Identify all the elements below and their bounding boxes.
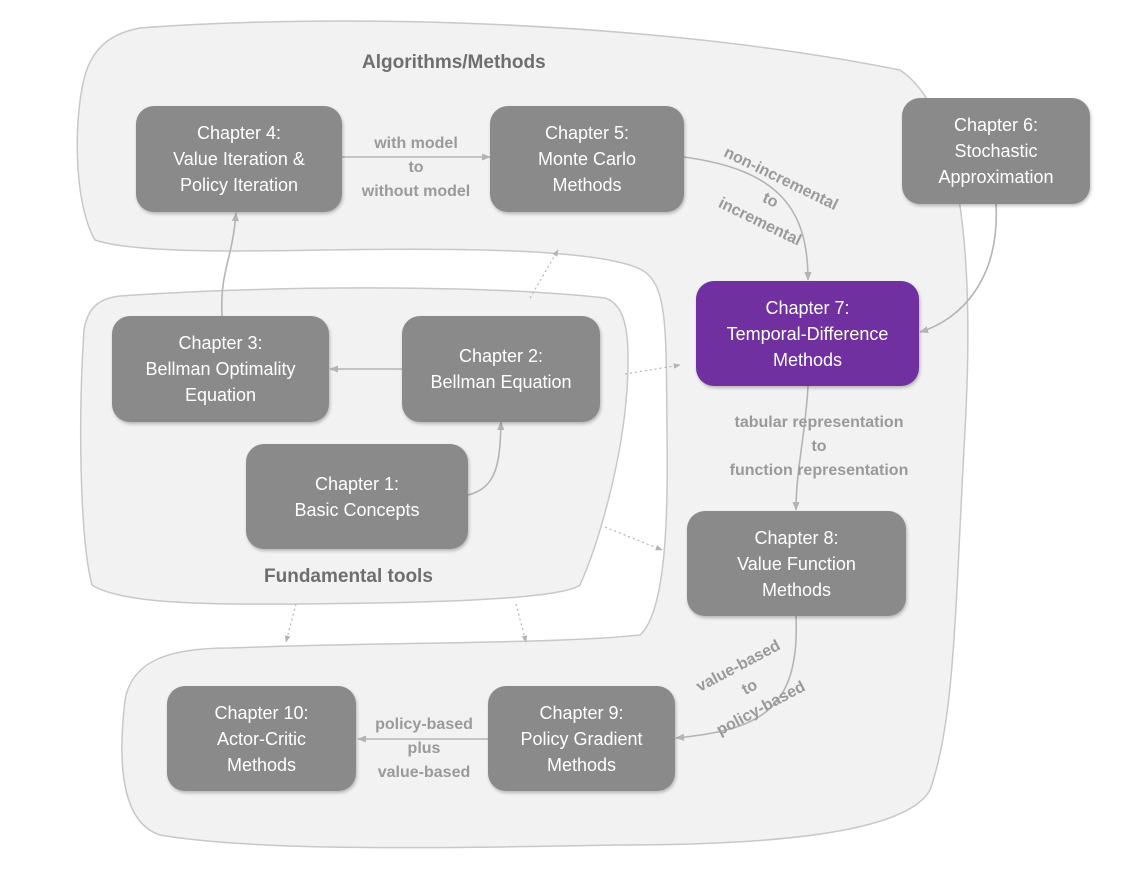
chapter-6-line1: Stochastic	[954, 141, 1038, 161]
chapter-6-title: Chapter 6:	[953, 115, 1039, 135]
label-actor-critic: policy-based plus value-based	[375, 716, 473, 781]
chapter-7-line2: Methods	[772, 349, 843, 370]
chapter-10-box[interactable]: Chapter 10: Actor-Critic Methods	[167, 686, 356, 791]
chapter-3-title: Chapter 3:	[178, 333, 263, 353]
chapter-10-line2: Methods	[226, 754, 297, 775]
chapter-2-box[interactable]: Chapter 2: Bellman Equation	[402, 316, 600, 422]
dotted-to-ch7	[624, 363, 681, 375]
chapter-6-line2: Approximation	[938, 167, 1054, 187]
chapter-4-line2: Policy Iteration	[179, 175, 299, 195]
chapter-4-line1: Value Iteration &	[173, 149, 305, 169]
label-representation: tabular representation to function repre…	[729, 414, 909, 479]
chapter-9-line1: Policy Gradient	[520, 728, 643, 749]
chapter-3-line1: Bellman Optimality	[145, 359, 296, 379]
edge-ch8-ch9	[675, 615, 798, 741]
edge-ch5-ch7	[683, 156, 812, 281]
chapter-8-box[interactable]: Chapter 8: Value Function Methods	[687, 511, 906, 616]
chapter-1-line1: Basic Concepts	[294, 499, 420, 520]
edge-ch1-ch2	[467, 421, 505, 496]
chapter-4-box[interactable]: Chapter 4: Value Iteration & Policy Iter…	[136, 106, 342, 212]
chapter-9-title: Chapter 9:	[539, 702, 624, 723]
chapter-8-line1: Value Function	[737, 553, 856, 574]
chapter-3-line2: Equation	[184, 385, 257, 405]
edge-ch7-ch8	[792, 385, 809, 511]
chapter-1-box[interactable]: Chapter 1: Basic Concepts	[246, 444, 468, 549]
dotted-to-top	[529, 249, 559, 299]
chapter-7-line1: Temporal-Difference	[726, 323, 889, 344]
edge-ch3-ch4	[220, 212, 239, 317]
chapter-8-line2: Methods	[761, 579, 832, 600]
dotted-to-bottom-left	[284, 603, 297, 643]
chapter-5-line2: Methods	[552, 175, 622, 195]
chapter-7-box[interactable]: Chapter 7: Temporal-Difference Methods	[696, 281, 919, 386]
chapter-9-line2: Methods	[546, 754, 617, 775]
chapter-8-title: Chapter 8:	[754, 527, 839, 548]
chapter-5-title: Chapter 5:	[544, 123, 630, 143]
algorithms-title: Algorithms/Methods	[362, 52, 546, 73]
edge-ch6-ch7	[919, 203, 997, 334]
chapter-5-line1: Monte Carlo	[537, 149, 637, 169]
chapter-2-title: Chapter 2:	[458, 346, 544, 366]
label-model: with model to without model	[361, 135, 471, 200]
dotted-to-bottom-mid	[515, 603, 528, 643]
chapter-2-line1: Bellman Equation	[430, 372, 572, 392]
chapter-10-title: Chapter 10:	[214, 702, 309, 723]
chapter-3-box[interactable]: Chapter 3: Bellman Optimality Equation	[112, 316, 329, 422]
dotted-to-ch8	[604, 526, 663, 551]
algorithms-region	[76, 20, 969, 849]
chapter-1-title: Chapter 1:	[314, 473, 400, 494]
chapter-6-box[interactable]: Chapter 6: Stochastic Approximation	[902, 98, 1090, 204]
chapter-4-title: Chapter 4:	[196, 123, 282, 143]
fundamental-title: Fundamental tools	[264, 566, 433, 587]
chapter-7-title: Chapter 7:	[765, 297, 850, 318]
chapter-10-line1: Actor-Critic	[217, 728, 306, 749]
chapter-5-box[interactable]: Chapter 5: Monte Carlo Methods	[490, 106, 684, 212]
chapter-9-box[interactable]: Chapter 9: Policy Gradient Methods	[488, 686, 675, 791]
